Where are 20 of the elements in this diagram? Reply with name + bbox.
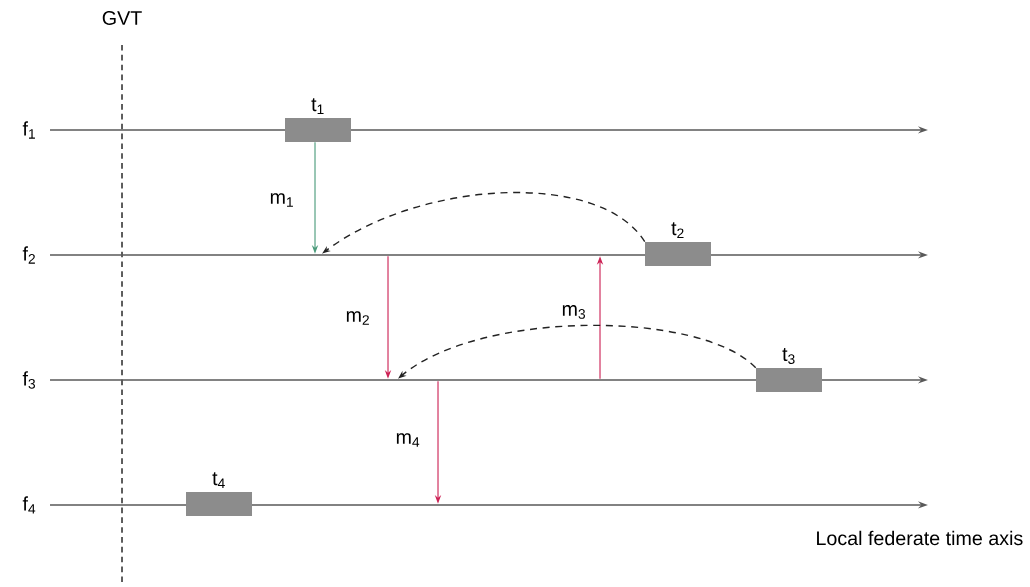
node-label: t$_{1}$ xyxy=(311,98,324,115)
task-box: t$_{1}$ xyxy=(285,98,351,142)
node-label: t$_{2}$ xyxy=(671,222,684,239)
axis-label: GVT xyxy=(102,11,142,25)
node-label: t$_{3}$ xyxy=(782,348,795,365)
node-label: t$_{4}$ xyxy=(212,472,225,489)
edge-label: m$_{1}$ xyxy=(268,191,296,209)
node-label: f$_{4}$ xyxy=(22,496,36,514)
edge-label: m$_{2}$ xyxy=(344,309,372,327)
edge-label: m$_{3}$ xyxy=(560,303,588,321)
node-label: f$_{3}$ xyxy=(22,371,36,389)
rollback-arrow xyxy=(322,192,646,254)
edge-label: m$_{4}$ xyxy=(394,431,422,449)
node-label: f$_{2}$ xyxy=(22,246,35,264)
task-box: t$_{4}$ xyxy=(186,472,252,516)
axis-label: Local federate time axis xyxy=(817,530,1023,546)
task-box: t$_{3}$ xyxy=(756,348,822,392)
task-box: t$_{2}$ xyxy=(645,222,711,266)
rollback-arrow xyxy=(398,324,757,379)
node-label: f$_{1}$ xyxy=(22,121,35,139)
